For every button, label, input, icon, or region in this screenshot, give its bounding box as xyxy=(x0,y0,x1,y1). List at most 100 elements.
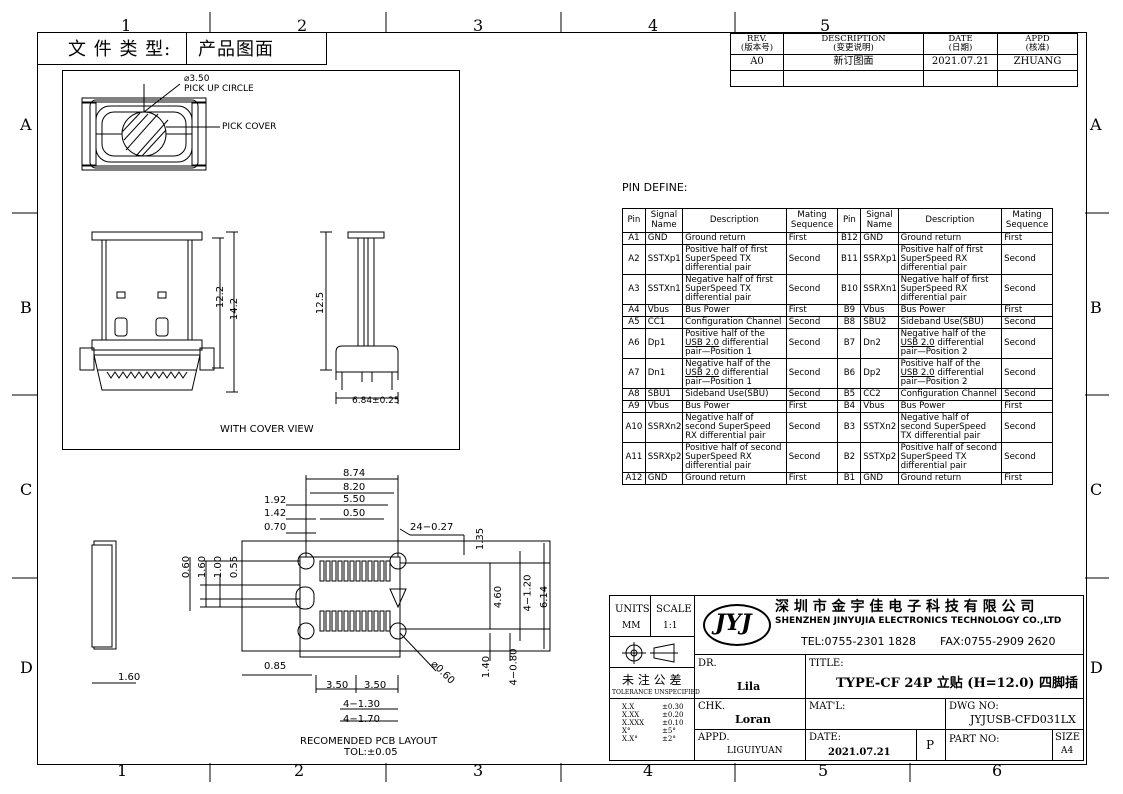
scale-label: SCALE xyxy=(656,604,692,615)
p-cell: P xyxy=(916,729,946,761)
pin-cell: B12 xyxy=(837,231,862,246)
pin-cell: A7 xyxy=(622,358,646,390)
pin-header: Pin xyxy=(622,208,646,233)
mating-cell: Second xyxy=(1001,412,1053,444)
side-dim-1-60: 1.60 xyxy=(118,672,141,683)
drawn-by-cell: DR. Lila xyxy=(694,654,806,699)
date-label: DATE: xyxy=(809,732,842,743)
mating-cell: Second xyxy=(1001,274,1053,306)
zone-right-c: C xyxy=(1090,480,1103,499)
sequence-header: Sequence xyxy=(790,219,834,230)
appd-value: ZHUANG xyxy=(997,54,1078,71)
pin-cell: B2 xyxy=(837,442,862,474)
description-cell: Negative half of the USB 2.0 differentia… xyxy=(682,358,787,390)
pcb-dim-4-1-70: 4−1.70 xyxy=(343,714,381,725)
pcb-dim-0-55: 0.55 xyxy=(229,555,241,579)
signal-header: Signal xyxy=(650,210,678,221)
date-header: DATE xyxy=(948,34,973,45)
top-view-drawing xyxy=(81,83,220,171)
signal-cell: SSTXp1 xyxy=(644,244,684,276)
pin-cell: A10 xyxy=(622,412,646,444)
pcb-dim-3-50-right: 3.50 xyxy=(364,680,387,691)
usb-2-0-text: USB 2.0 xyxy=(900,368,935,379)
drawing-number-cell: DWG NO: JYJUSB-CFD031LX xyxy=(945,698,1084,730)
signal-cell: SSRXn2 xyxy=(644,412,684,444)
rev-header-cn: (版本号) xyxy=(740,43,774,53)
dim-14-2: 14.2 xyxy=(229,297,241,321)
signal-cell: SSRXn1 xyxy=(860,274,899,306)
signal-cell: Vbus xyxy=(860,400,899,414)
mating-cell: Second xyxy=(785,358,839,390)
pin-cell: A3 xyxy=(622,274,646,306)
doc-type-label: 文 件 类 型: xyxy=(68,39,172,60)
signal-cell: Vbus xyxy=(644,304,684,318)
company-name-cn: 深 圳 市 金 宇 佳 电 子 科 技 有 限 公 司 xyxy=(775,599,1035,615)
drawing-number-label: DWG NO: xyxy=(949,701,999,712)
part-number-cell: PART NO: xyxy=(945,729,1053,761)
pin-cell: A2 xyxy=(622,244,646,276)
tol-key-2: X.XX xyxy=(622,711,640,719)
description-cell: Positive half of the USB 2.0 differentia… xyxy=(897,358,1003,390)
pcb-dim-1-00: 1.00 xyxy=(213,555,225,579)
mating-cell: Second xyxy=(785,274,839,306)
mating-cell: First xyxy=(785,304,839,318)
signal-cell: Dp1 xyxy=(644,328,684,360)
sequence-header-b: Sequence xyxy=(1005,219,1049,230)
zone-top-3: 3 xyxy=(473,16,484,35)
pcb-pads-top xyxy=(319,560,391,582)
pin-cell: A5 xyxy=(622,316,646,330)
cover-view-caption: WITH COVER VIEW xyxy=(220,424,314,435)
zone-bottom-2: 2 xyxy=(294,761,305,780)
signal-cell: Vbus xyxy=(644,400,684,414)
signal-cell: GND xyxy=(644,472,684,486)
company-name-en: SHENZHEN JINYUJIA ELECTRONICS TECHNOLOGY… xyxy=(775,616,1062,626)
description-cell: Ground return xyxy=(897,472,1003,486)
pcb-dim-1-40: 1.40 xyxy=(481,655,493,679)
p-label: P xyxy=(926,738,935,752)
mating-cell: First xyxy=(1001,472,1053,486)
description-cell: Positive half of second SuperSpeed TX di… xyxy=(897,442,1003,474)
pcb-dim-5-50: 5.50 xyxy=(343,494,366,505)
desc-header: DESCRIPTION xyxy=(821,34,886,45)
signal-cell: CC1 xyxy=(644,316,684,330)
units-value: MM xyxy=(622,621,641,631)
revision-empty-row xyxy=(730,70,1078,87)
tolerance-title-cn: 未 注 公 差 xyxy=(622,673,682,687)
pin-cell: B6 xyxy=(837,358,862,390)
pcb-dim-8-74: 8.74 xyxy=(343,468,366,479)
mating-cell: Second xyxy=(1001,328,1053,360)
pcb-dim-0-85: 0.85 xyxy=(264,661,287,672)
description-cell: Negative half of first SuperSpeed RX dif… xyxy=(897,274,1003,306)
description-cell: Positive half of first SuperSpeed RX dif… xyxy=(897,244,1003,276)
zone-bottom-3: 3 xyxy=(473,761,484,780)
tol-key-1: X.X xyxy=(622,703,635,711)
signal-cell: Vbus xyxy=(860,304,899,318)
pcb-dim-4-60: 4.60 xyxy=(493,585,505,609)
pcb-dim-4-1-20: 4−1.20 xyxy=(522,574,534,612)
pcb-dim-1-42: 1.42 xyxy=(264,508,287,519)
pcb-dim-0-70: 0.70 xyxy=(264,522,287,533)
usb-2-0-text: USB 2.0 xyxy=(900,338,935,349)
zone-bottom-5: 5 xyxy=(818,761,829,780)
drawn-by-label: DR. xyxy=(698,658,717,669)
desc-header-cn: (变更说明) xyxy=(833,43,874,53)
material-cell: MAT'L: xyxy=(805,698,946,730)
description-cell: Bus Power xyxy=(897,304,1003,318)
part-number-label: PART NO: xyxy=(949,734,1000,745)
pin-header-b: Pin xyxy=(837,208,862,233)
zone-right-d: D xyxy=(1090,658,1103,677)
mating-cell: Second xyxy=(785,328,839,360)
doc-type-box: 文 件 类 型: 产品图面 xyxy=(37,32,327,65)
pick-up-circle-label: PICK UP CIRCLE xyxy=(184,84,254,94)
pcb-tolerance: TOL:±0.05 xyxy=(344,747,398,758)
dim-12-2: 12.2 xyxy=(215,285,227,309)
description-cell: Bus Power xyxy=(897,400,1003,414)
tol-val-4: ±5° xyxy=(662,727,676,735)
tol-key-3: X.XXX xyxy=(622,719,645,727)
mating-cell: Second xyxy=(1001,316,1053,330)
mating-cell: Second xyxy=(1001,442,1053,474)
